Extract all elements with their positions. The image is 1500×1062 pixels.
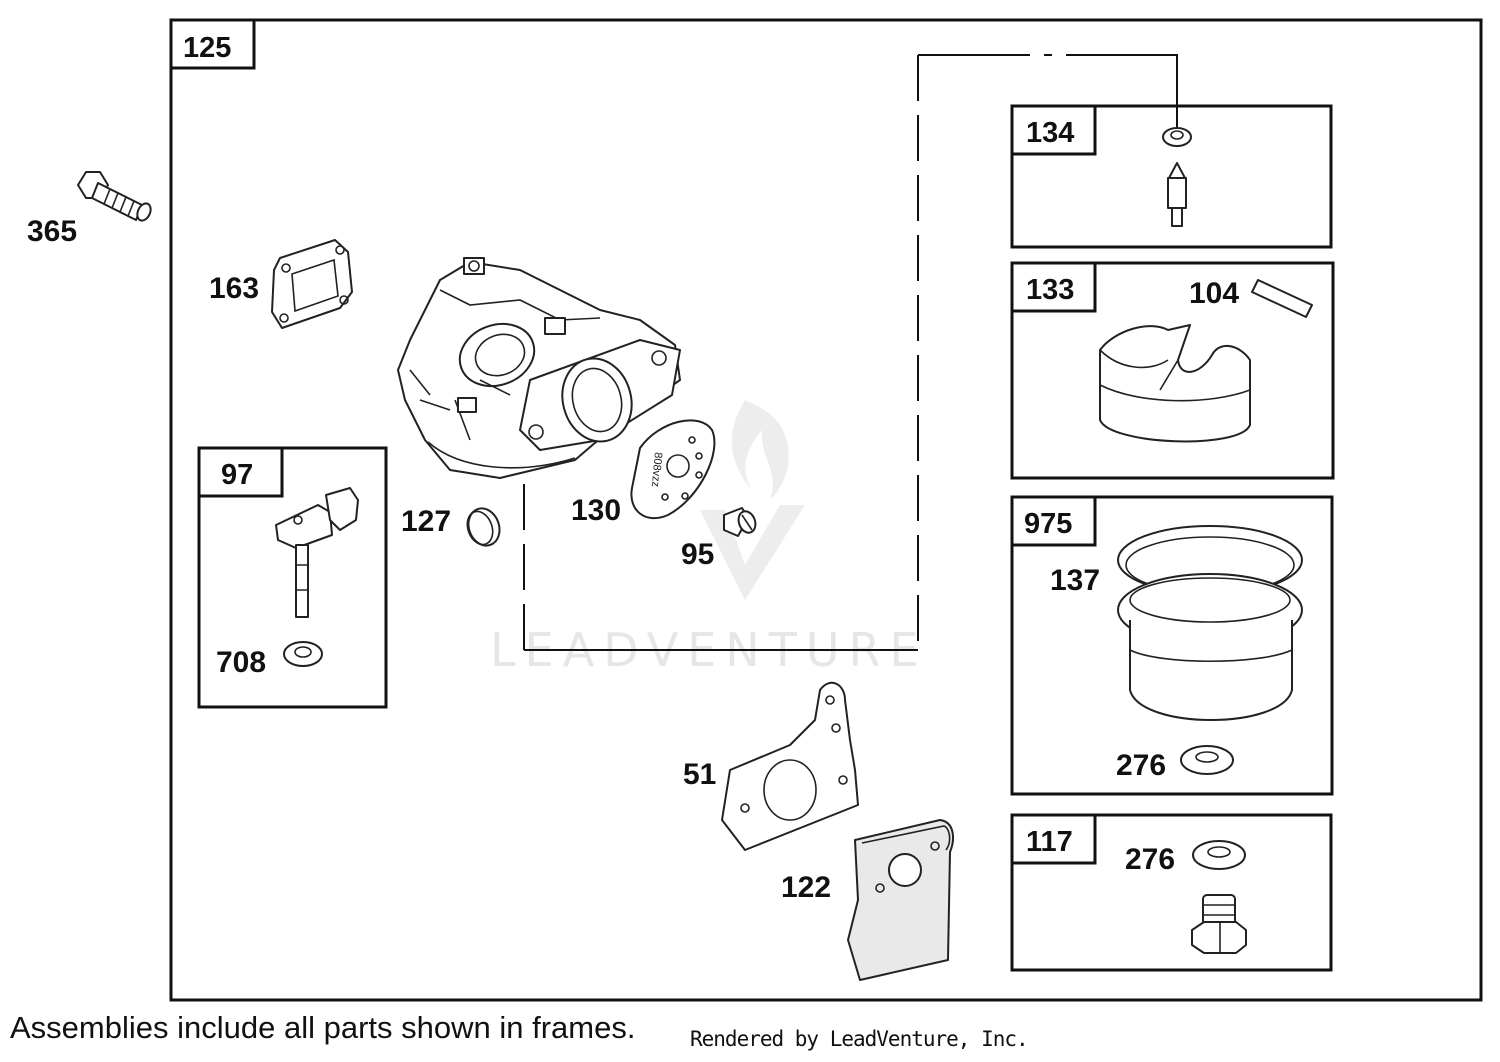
callout-labels: 365 163 127 130 95 708 104 137 276 276 5… <box>27 215 1239 904</box>
insulator-122 <box>847 819 954 981</box>
callout-130: 130 <box>571 494 621 527</box>
plate-stamp: 808vzz <box>649 452 664 488</box>
callout-365: 365 <box>27 215 77 248</box>
frame-label-117: 117 <box>1026 826 1073 858</box>
callout-276-b: 276 <box>1125 843 1175 876</box>
frame-label-97: 97 <box>221 459 253 491</box>
callout-104: 104 <box>1189 277 1239 310</box>
screw-95 <box>723 507 757 537</box>
frame-label-975: 975 <box>1024 508 1072 540</box>
callout-122: 122 <box>781 871 831 904</box>
frame-label-133: 133 <box>1026 274 1074 306</box>
callout-127: 127 <box>401 505 451 538</box>
callout-51: 51 <box>683 758 716 791</box>
frame-134: 134 <box>1010 104 1333 249</box>
carburetor-body <box>397 257 681 479</box>
bolt-365 <box>77 171 152 222</box>
leader-lines <box>523 54 1178 651</box>
plate-130: 808vzz <box>630 419 716 520</box>
frame-125: 125 <box>169 18 1483 1002</box>
callout-276-a: 276 <box>1116 749 1166 782</box>
callout-163: 163 <box>209 272 259 305</box>
gasket-51 <box>721 681 859 851</box>
plug-127 <box>466 507 501 547</box>
frame-label-125: 125 <box>183 32 231 64</box>
callout-95: 95 <box>681 538 714 571</box>
frame-label-134: 134 <box>1026 117 1074 149</box>
frame-97: 97 <box>197 446 388 709</box>
render-credit: Rendered by LeadVenture, Inc. <box>690 1027 1029 1051</box>
callout-137: 137 <box>1050 564 1100 597</box>
frame-117: 117 <box>1010 813 1333 972</box>
assemblies-note: Assemblies include all parts shown in fr… <box>10 1010 636 1045</box>
frame-133: 133 <box>1010 261 1335 480</box>
frame-975: 975 <box>1010 495 1334 796</box>
callout-708: 708 <box>216 646 266 679</box>
gasket-163 <box>271 239 353 329</box>
